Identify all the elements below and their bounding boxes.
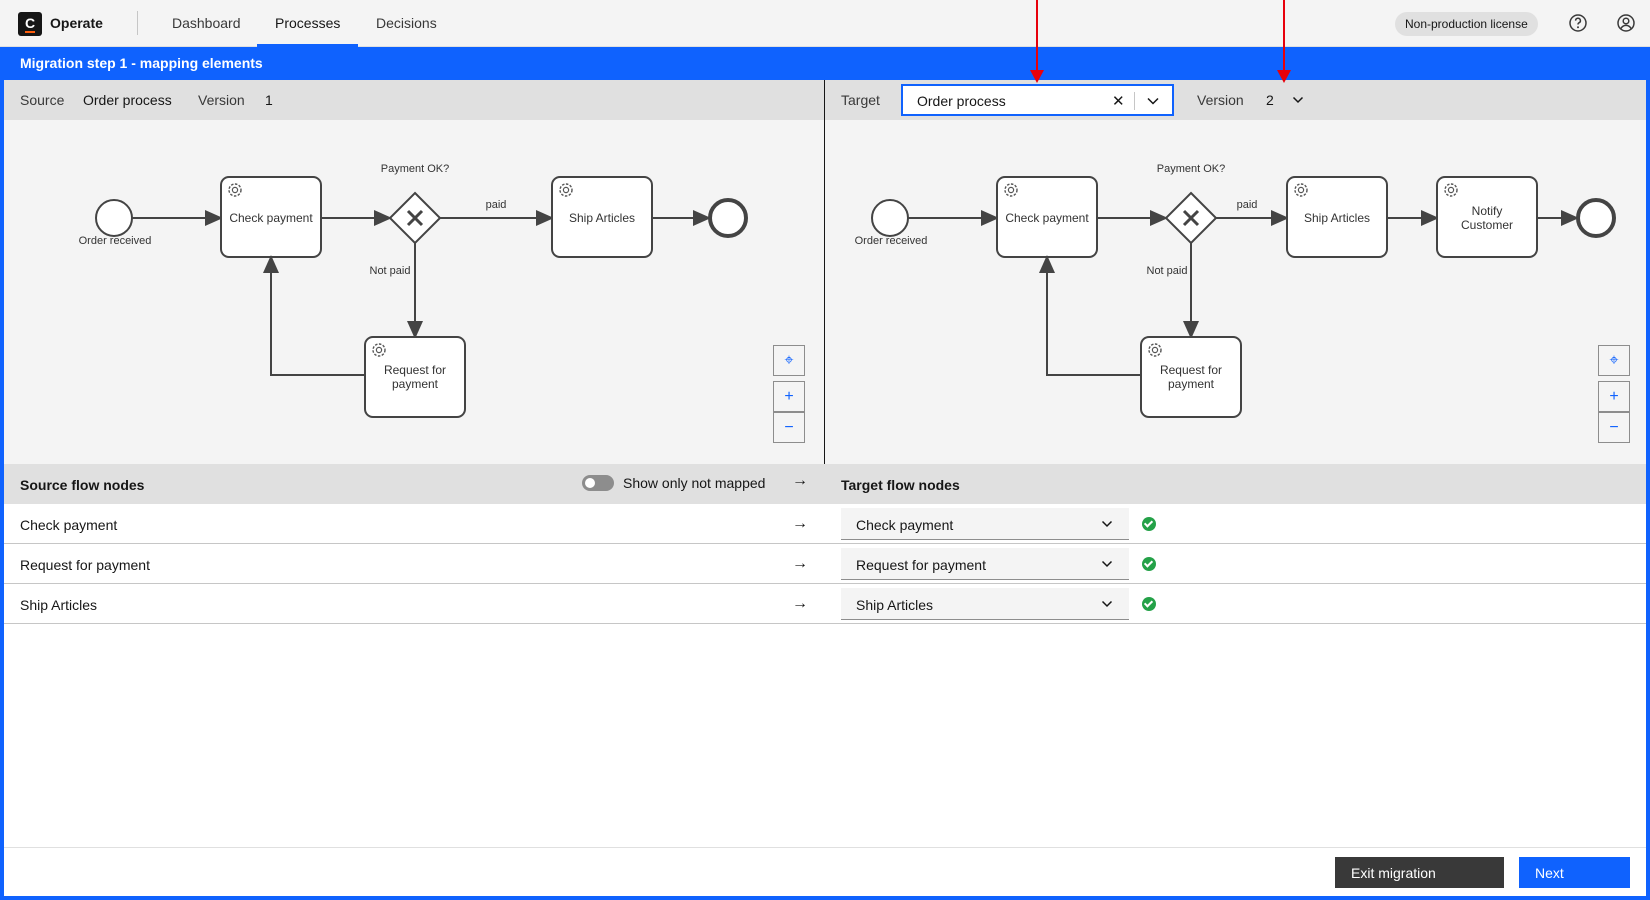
- target-version-chevron-down-icon[interactable]: [1291, 93, 1305, 107]
- target-process-chevron-down-icon[interactable]: [1143, 91, 1163, 111]
- target-task-check-payment-label: Check payment: [1005, 211, 1089, 225]
- nav-tab-dashboard[interactable]: Dashboard: [154, 0, 259, 47]
- chevron-down-icon: [1099, 556, 1115, 572]
- source-version-label: Version: [198, 92, 245, 108]
- nav-tab-decisions[interactable]: Decisions: [358, 0, 455, 47]
- target-node-value: Ship Articles: [856, 597, 933, 613]
- mapping-arrow-right-icon: →: [792, 595, 808, 613]
- target-node-select[interactable]: Request for payment: [841, 548, 1129, 580]
- source-end-event[interactable]: [710, 200, 746, 236]
- show-only-not-mapped-toggle[interactable]: [582, 475, 614, 491]
- table-row: Ship Articles → Ship Articles: [4, 584, 1646, 624]
- target-node-value: Request for payment: [856, 557, 986, 573]
- target-flow-request-check: [1047, 257, 1141, 375]
- chevron-down-icon: [1099, 516, 1115, 532]
- target-version-label: Version: [1197, 92, 1244, 108]
- source-gateway-label: Payment OK?: [381, 163, 449, 175]
- target-task-request-label-line1: Request for: [1160, 363, 1222, 377]
- source-reset-view-button[interactable]: ⌖: [773, 345, 805, 376]
- target-node-select[interactable]: Check payment: [841, 508, 1129, 540]
- table-row: Request for payment → Request for paymen…: [4, 544, 1646, 584]
- license-badge[interactable]: Non-production license: [1395, 12, 1538, 36]
- source-task-ship-articles-label: Ship Articles: [569, 211, 635, 225]
- target-version-value: 2: [1266, 92, 1274, 108]
- source-flow-paid-label: paid: [486, 199, 507, 211]
- target-bpmn-diagram: Order received Check payment Payment OK?…: [825, 120, 1646, 464]
- help-icon[interactable]: [1568, 13, 1588, 33]
- chevron-down-icon: [1099, 596, 1115, 612]
- source-flow-nodes-header: Source flow nodes: [20, 477, 144, 493]
- source-task-check-payment-label: Check payment: [229, 211, 313, 225]
- source-label: Source: [20, 92, 64, 108]
- target-flow-not-paid-label: Not paid: [1147, 265, 1188, 277]
- source-diagram-canvas[interactable]: Order received Check payment Payment OK?…: [4, 120, 824, 464]
- camunda-logo-icon[interactable]: C: [18, 12, 42, 36]
- source-node-name: Check payment: [20, 517, 117, 533]
- source-flow-request-check: [271, 257, 365, 375]
- exit-migration-button[interactable]: Exit migration: [1335, 857, 1504, 888]
- target-task-ship-articles-label: Ship Articles: [1304, 211, 1370, 225]
- target-task-request-label-line2: payment: [1168, 377, 1215, 391]
- clear-selection-icon[interactable]: ✕: [1112, 92, 1125, 110]
- app-name[interactable]: Operate: [50, 15, 103, 31]
- target-process-value: Order process: [917, 93, 1006, 109]
- show-only-not-mapped-label: Show only not mapped: [623, 475, 765, 491]
- target-process-combobox[interactable]: Order process ✕: [901, 84, 1174, 116]
- source-task-request-label-line2: payment: [392, 377, 439, 391]
- next-button[interactable]: Next: [1519, 857, 1630, 888]
- target-flow-paid-label: paid: [1237, 199, 1258, 211]
- source-process-bar: Source Order process Version 1: [4, 80, 824, 120]
- target-flow-nodes-header: Target flow nodes: [841, 477, 960, 493]
- source-flow-not-paid-label: Not paid: [370, 265, 411, 277]
- migration-step-title: Migration step 1 - mapping elements: [0, 47, 1650, 80]
- user-profile-icon[interactable]: [1616, 13, 1636, 33]
- footer-divider: [4, 847, 1646, 848]
- mapping-arrow-right-icon: →: [792, 555, 808, 573]
- target-start-event-label: Order received: [855, 235, 928, 247]
- source-zoom-in-button[interactable]: +: [773, 381, 805, 412]
- target-gateway-label: Payment OK?: [1157, 163, 1225, 175]
- target-zoom-in-button[interactable]: +: [1598, 381, 1630, 412]
- mapped-checkmark-icon: [1142, 597, 1156, 611]
- target-task-notify-label-line2: Customer: [1461, 218, 1513, 232]
- source-start-event-label: Order received: [79, 235, 152, 247]
- source-version-value: 1: [265, 92, 273, 108]
- table-row: Check payment → Check payment: [4, 504, 1646, 544]
- source-process-name: Order process: [83, 92, 172, 108]
- mapped-checkmark-icon: [1142, 517, 1156, 531]
- source-node-name: Ship Articles: [20, 597, 97, 613]
- target-node-select[interactable]: Ship Articles: [841, 588, 1129, 620]
- nav-tab-processes[interactable]: Processes: [257, 0, 358, 47]
- mapping-arrow-right-icon: →: [792, 515, 808, 533]
- flow-nodes-table-header: Source flow nodes Target flow nodes: [4, 464, 1646, 504]
- source-start-event[interactable]: [96, 200, 132, 236]
- source-task-request-label-line1: Request for: [384, 363, 446, 377]
- source-node-name: Request for payment: [20, 557, 150, 573]
- target-node-value: Check payment: [856, 517, 953, 533]
- header-arrow-right-icon: →: [792, 472, 808, 490]
- combobox-divider: [1134, 92, 1135, 110]
- target-label: Target: [841, 92, 880, 108]
- target-start-event[interactable]: [872, 200, 908, 236]
- target-reset-view-button[interactable]: ⌖: [1598, 345, 1630, 376]
- target-task-notify-label-line1: Notify: [1472, 204, 1503, 218]
- top-navigation-bar: C Operate Dashboard Processes Decisions …: [0, 0, 1650, 47]
- source-zoom-out-button[interactable]: −: [773, 412, 805, 443]
- mapped-checkmark-icon: [1142, 557, 1156, 571]
- target-zoom-out-button[interactable]: −: [1598, 412, 1630, 443]
- target-end-event[interactable]: [1578, 200, 1614, 236]
- header-divider: [137, 11, 138, 35]
- target-diagram-canvas[interactable]: Order received Check payment Payment OK?…: [825, 120, 1646, 464]
- source-bpmn-diagram: Order received Check payment Payment OK?…: [4, 120, 824, 464]
